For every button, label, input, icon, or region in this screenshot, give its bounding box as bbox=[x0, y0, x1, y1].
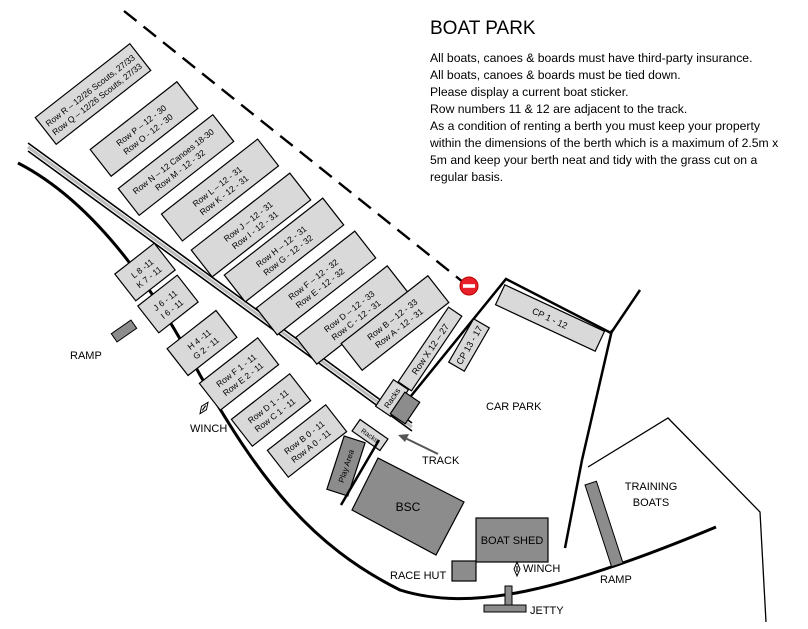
track-arrow-icon bbox=[398, 434, 439, 455]
racks-upper-building bbox=[389, 391, 421, 425]
berth-lower[interactable]: J 6 - 11I 6 - 11 bbox=[136, 274, 200, 334]
car-park-boundary bbox=[410, 277, 642, 549]
track-line bbox=[27, 142, 413, 432]
bsc-label: BSC bbox=[396, 500, 421, 514]
no-entry-icon bbox=[459, 276, 479, 296]
rule-text: All boats, canoes & boards must have thi… bbox=[430, 51, 753, 65]
rule-text: Row numbers 11 & 12 are adjacent to the … bbox=[430, 102, 688, 116]
winch-right-label: WINCH bbox=[523, 563, 560, 575]
berth-cp-1[interactable]: CP 1 - 12 bbox=[494, 283, 606, 353]
training-boats-label-2: BOATS bbox=[633, 497, 669, 509]
jetty-label: JETTY bbox=[530, 605, 564, 617]
berths-lower: L 8 -11K 7 - 11J 6 - 11I 6 - 11H 4 -11G … bbox=[113, 242, 348, 479]
boat-park-info: BOAT PARK All boats, canoes & boards mus… bbox=[430, 18, 790, 186]
rule-text: Please display a current boat sticker. bbox=[430, 85, 629, 99]
page-title: BOAT PARK bbox=[430, 18, 536, 39]
rules-list: All boats, canoes & boards must have thi… bbox=[430, 50, 790, 186]
ramp-left-label: RAMP bbox=[70, 350, 102, 362]
training-area bbox=[587, 417, 767, 623]
winch-icon bbox=[513, 560, 521, 578]
ramp-left[interactable] bbox=[110, 319, 138, 343]
shoreline bbox=[17, 161, 717, 601]
training-boats-label-1: TRAINING bbox=[625, 481, 678, 493]
car-park-label: CAR PARK bbox=[486, 401, 542, 413]
ramp-right[interactable] bbox=[584, 480, 624, 568]
jetty[interactable] bbox=[483, 585, 527, 613]
race-hut-label: RACE HUT bbox=[390, 570, 447, 582]
play-area-edge bbox=[339, 439, 381, 506]
track-label: TRACK bbox=[422, 455, 460, 467]
ramp-right-label: RAMP bbox=[600, 574, 632, 586]
row-x-label: Row X 12 – 27 bbox=[410, 322, 451, 377]
bsc-building[interactable]: BSC bbox=[351, 457, 465, 556]
race-hut[interactable] bbox=[451, 560, 477, 582]
boat-shed[interactable]: BOAT SHED bbox=[475, 517, 549, 563]
winch-left-label: WINCH bbox=[190, 423, 227, 435]
boat-shed-label: BOAT SHED bbox=[481, 535, 544, 547]
rule-text: All boats, canoes & boards must be tied … bbox=[430, 68, 681, 82]
rule-text: As a condition of renting a berth you mu… bbox=[430, 119, 779, 184]
winch-icon bbox=[199, 401, 209, 415]
berth-lower[interactable]: H 4 -11G 2 - 11 bbox=[166, 309, 238, 377]
play-area[interactable]: Play Area bbox=[326, 435, 366, 497]
